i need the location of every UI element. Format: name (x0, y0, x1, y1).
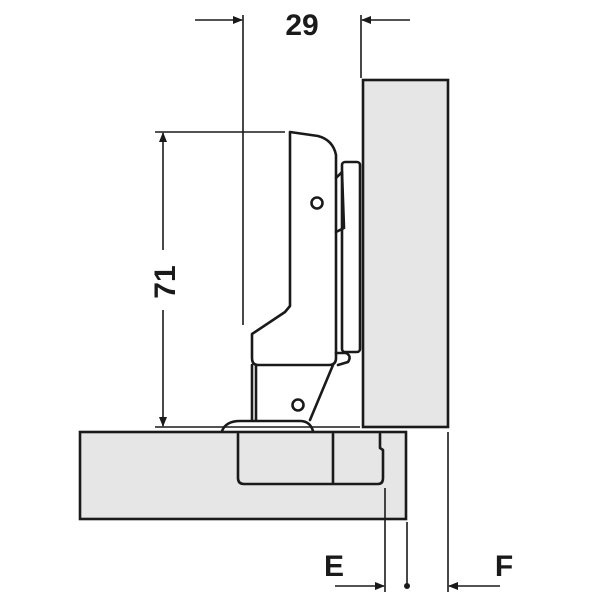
hinge-link (250, 363, 335, 422)
clip-detail (334, 170, 346, 234)
mounting-plate (340, 160, 362, 354)
screw-hole-lower (291, 398, 305, 412)
dimension-label-f: F (495, 550, 513, 583)
hinge-cup (236, 432, 385, 486)
cup-flange (220, 419, 315, 433)
cabinet-side-panel (361, 78, 450, 429)
door-panel (78, 430, 408, 521)
dimension-label-e: E (324, 550, 344, 583)
reference-dot (404, 583, 410, 589)
dimension-label-29: 29 (285, 9, 318, 42)
dimension-label-71: 71 (149, 265, 182, 298)
screw-hole-upper (310, 196, 324, 210)
arm-tip (334, 351, 351, 367)
hinge-arm (250, 130, 338, 367)
